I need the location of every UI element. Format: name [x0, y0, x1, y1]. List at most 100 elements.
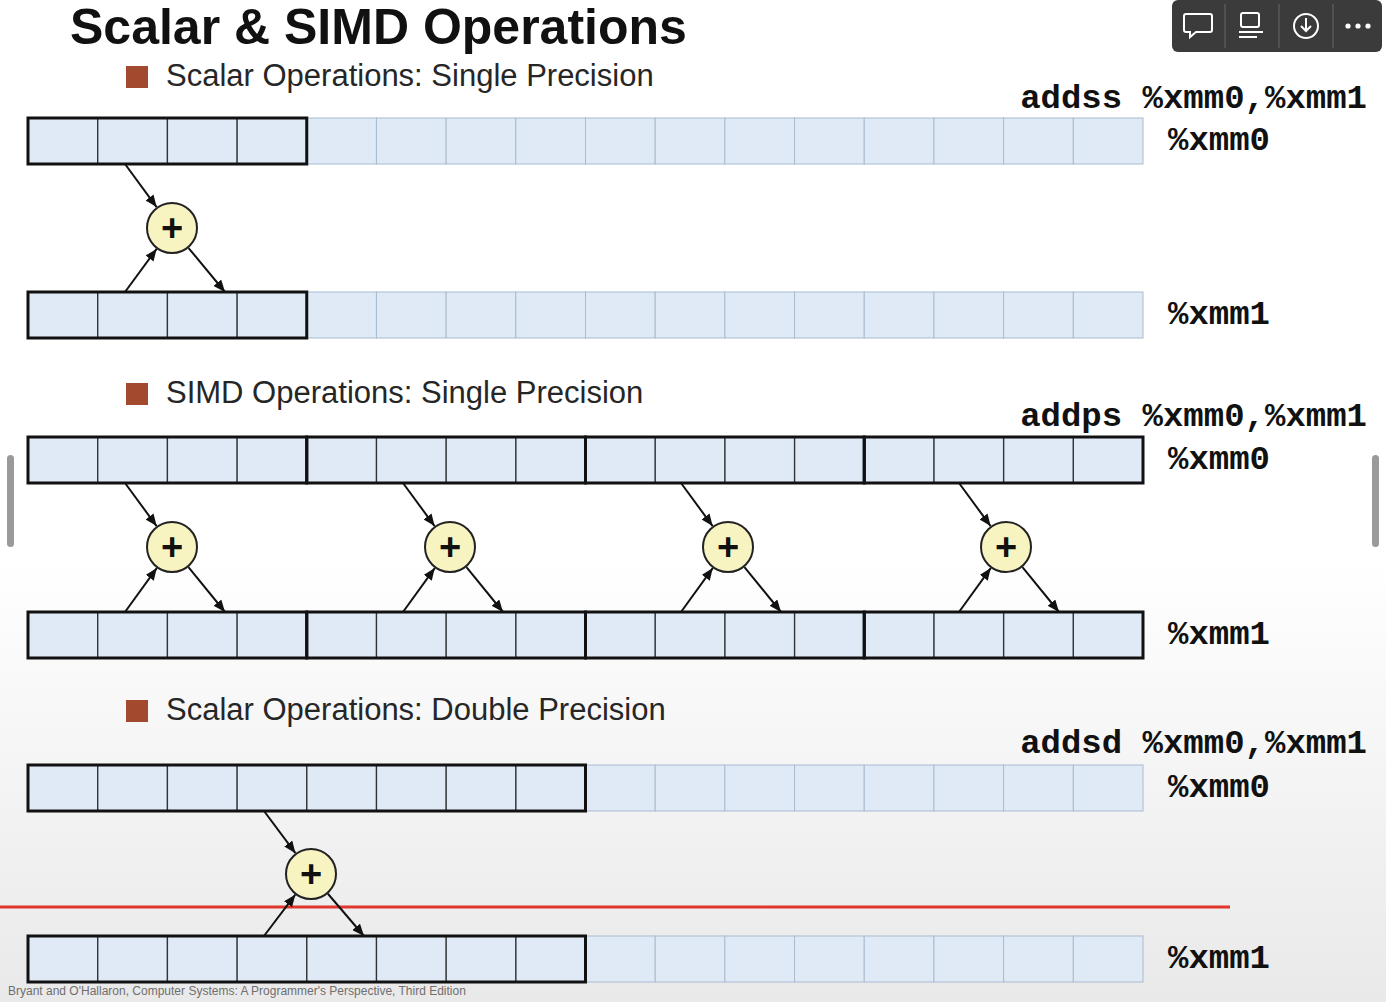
adder-circle: + [424, 521, 476, 573]
register-cell [98, 118, 168, 164]
register-cell [167, 612, 237, 658]
adder-circle-shape [703, 522, 753, 572]
register-cell [167, 765, 237, 811]
cell-divider [376, 936, 377, 982]
register-name: %xmm0 [1168, 443, 1270, 477]
register-cell [98, 612, 168, 658]
register-cell [795, 118, 865, 164]
instruction-label: addsd %xmm0,%xmm1 [1020, 725, 1367, 764]
cell-divider [97, 612, 98, 658]
cell-divider [376, 765, 377, 811]
register-cell [655, 612, 725, 658]
xmm-register: %xmm0 [28, 437, 1143, 483]
menu-dot [1355, 23, 1360, 28]
connector-arrow [125, 164, 157, 207]
register-cell [864, 118, 934, 164]
register-cell [934, 765, 1004, 811]
register-name: %xmm0 [1168, 771, 1270, 805]
register-cell [1073, 612, 1143, 658]
register-cells [28, 437, 1143, 483]
cell-divider [515, 765, 516, 811]
menu-dot [1345, 23, 1350, 28]
register-cell [28, 292, 98, 338]
register-cell [237, 292, 307, 338]
cell-divider [724, 612, 725, 658]
register-cell [1004, 765, 1074, 811]
register-cell [586, 437, 656, 483]
operator-symbol: + [439, 528, 461, 566]
register-cell [655, 292, 725, 338]
register-cell [28, 437, 98, 483]
register-cell [934, 612, 1004, 658]
cell-divider [724, 437, 725, 483]
register-cell [376, 936, 446, 982]
register-cell [307, 437, 377, 483]
connector-arrow [264, 895, 295, 936]
operand-outline [307, 437, 586, 483]
connector-arrow [403, 568, 435, 612]
register-cell [516, 437, 586, 483]
register-cell [1004, 292, 1074, 338]
register-cell [586, 936, 656, 982]
register-cell [307, 765, 377, 811]
register-cell [1073, 936, 1143, 982]
cell-divider [97, 936, 98, 982]
connector-arrow [403, 483, 435, 526]
download-arrow [1301, 18, 1311, 31]
cell-divider [236, 612, 237, 658]
register-cell [376, 118, 446, 164]
register-cell [28, 765, 98, 811]
cell-divider [167, 292, 168, 338]
adder-circle: + [146, 202, 198, 254]
xmm-register: %xmm1 [28, 612, 1143, 658]
connector-arrow [188, 567, 225, 612]
connector-arrow [959, 483, 991, 526]
cell-divider [1003, 437, 1004, 483]
register-cell [725, 437, 795, 483]
download-icon [1294, 14, 1318, 38]
register-cell [237, 437, 307, 483]
adder-circle: + [146, 521, 198, 573]
register-cell [655, 936, 725, 982]
bottom-fade [0, 560, 1386, 1002]
cell-divider [167, 437, 168, 483]
operand-outline [28, 936, 586, 982]
cell-divider [376, 612, 377, 658]
register-cell [795, 292, 865, 338]
register-cell [586, 118, 656, 164]
toolbar-divider [1332, 4, 1334, 48]
register-cell [864, 437, 934, 483]
register-cell [516, 118, 586, 164]
register-cell [98, 437, 168, 483]
operator-symbol: + [161, 528, 183, 566]
register-cell [516, 765, 586, 811]
cell-divider [167, 118, 168, 164]
register-cell [446, 118, 516, 164]
register-cell [376, 437, 446, 483]
connector-arrow [125, 249, 157, 292]
cell-divider [306, 765, 307, 811]
register-cell [934, 936, 1004, 982]
register-cell [1073, 292, 1143, 338]
cell-divider [445, 612, 446, 658]
register-cell [446, 936, 516, 982]
instruction-label: addps %xmm0,%xmm1 [1020, 398, 1367, 437]
cell-divider [167, 765, 168, 811]
register-cell [446, 292, 516, 338]
comment-icon [1184, 14, 1212, 37]
register-cell [167, 118, 237, 164]
register-cell [725, 936, 795, 982]
cell-divider [654, 612, 655, 658]
cell-divider [236, 437, 237, 483]
register-cell [1004, 118, 1074, 164]
register-cell [167, 437, 237, 483]
register-cell [28, 118, 98, 164]
register-cell [1073, 765, 1143, 811]
operator-symbol: + [995, 528, 1017, 566]
register-cell [586, 292, 656, 338]
register-cell [516, 292, 586, 338]
register-cell [795, 936, 865, 982]
operand-outline [28, 765, 586, 811]
cell-divider [933, 437, 934, 483]
register-cell [28, 612, 98, 658]
